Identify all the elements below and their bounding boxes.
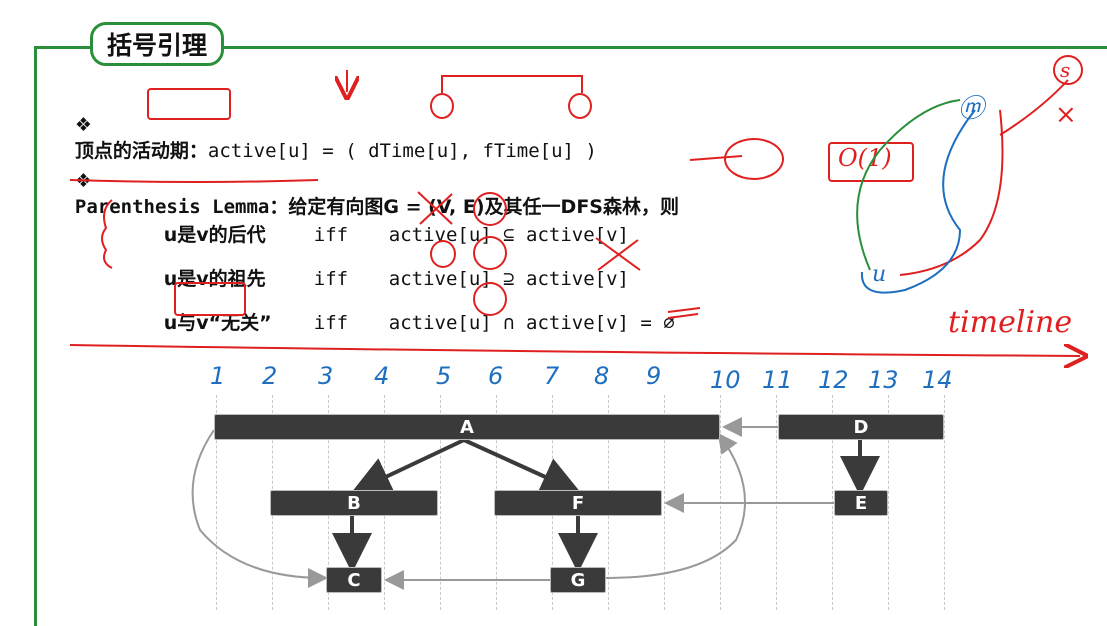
lemma-label: Parenthesis Lemma — [74, 196, 270, 218]
case-formula: active[u] ⊆ active[v] — [388, 224, 629, 246]
grid-line — [888, 395, 889, 610]
tick-label: 14 — [922, 366, 953, 394]
case-iff: iff — [313, 312, 349, 334]
node-bar-B: B — [270, 490, 438, 516]
timeline-label: timeline — [948, 305, 1073, 340]
annotation-s: s — [1060, 58, 1071, 82]
case-relation: u与v“无关” — [163, 312, 272, 334]
highlight-circle — [568, 93, 592, 119]
content-frame — [34, 46, 1107, 626]
annotation-m: ⓜ — [958, 94, 985, 124]
parenthesis-lemma-line: ❖ Parenthesis Lemma：给定有向图G = (V, E)及其任一D… — [52, 148, 679, 219]
grid-line — [440, 395, 441, 610]
active-period-line: ❖ 顶点的活动期：active[u] = ( dTime[u], fTime[u… — [52, 92, 597, 163]
case-relation: u是v的祖先 — [163, 268, 266, 290]
highlight-circle — [473, 236, 507, 270]
highlight-box — [174, 282, 246, 316]
annotation-u: u — [872, 262, 887, 287]
tick-label: 5 — [436, 362, 452, 390]
node-bar-D: D — [778, 414, 944, 440]
tick-label: 13 — [868, 366, 899, 394]
highlight-circle — [430, 93, 454, 119]
page-title: 括号引理 — [90, 22, 225, 66]
highlight-circle — [473, 282, 507, 316]
case-iff: iff — [313, 224, 349, 246]
highlight-box — [828, 142, 914, 182]
case-unrelated: u与v“无关” iff active[u] ∩ active[v] = ∅ — [118, 286, 675, 357]
tick-label: 4 — [374, 362, 390, 390]
tick-label: 1 — [210, 362, 226, 390]
annotation-x: × — [1055, 100, 1077, 130]
active-period-label: 顶点的活动期 — [74, 140, 189, 162]
separator: ： — [269, 196, 289, 218]
case-formula: active[u] ∩ active[v] = ∅ — [388, 312, 675, 334]
case-iff: iff — [313, 268, 349, 290]
tick-label: 11 — [762, 366, 793, 394]
highlight-circle — [430, 240, 456, 268]
tick-label: 7 — [544, 362, 560, 390]
tick-label: 2 — [262, 362, 278, 390]
node-bar-C: C — [326, 567, 382, 593]
tick-label: 12 — [818, 366, 849, 394]
node-bar-G: G — [550, 567, 606, 593]
bullet-icon: ❖ — [74, 114, 92, 136]
case-relation: u是v的后代 — [163, 224, 266, 246]
tick-label: 8 — [594, 362, 610, 390]
case-descendant: u是v的后代 iff active[u] ⊆ active[v] — [118, 198, 629, 269]
tick-label: 10 — [710, 366, 741, 394]
lemma-statement: 给定有向图G = (V, E)及其任一DFS森林，则 — [288, 196, 679, 218]
tick-label: 9 — [646, 362, 662, 390]
node-bar-A: A — [214, 414, 720, 440]
highlight-box — [147, 88, 231, 120]
node-bar-F: F — [494, 490, 662, 516]
active-period-formula: active[u] = ( dTime[u], fTime[u] ) — [207, 140, 597, 162]
grid-line — [944, 395, 945, 610]
case-formula: active[u] ⊇ active[v] — [388, 268, 629, 290]
tick-label: 3 — [318, 362, 334, 390]
complexity-annotation: O(1) — [838, 144, 892, 172]
node-bar-E: E — [834, 490, 888, 516]
separator: ： — [188, 140, 208, 162]
highlight-circle — [473, 192, 507, 226]
highlight-circle — [724, 138, 784, 180]
tick-label: 6 — [488, 362, 504, 390]
grid-line — [216, 395, 217, 610]
case-ancestor: u是v的祖先 iff active[u] ⊇ active[v] — [118, 242, 629, 313]
